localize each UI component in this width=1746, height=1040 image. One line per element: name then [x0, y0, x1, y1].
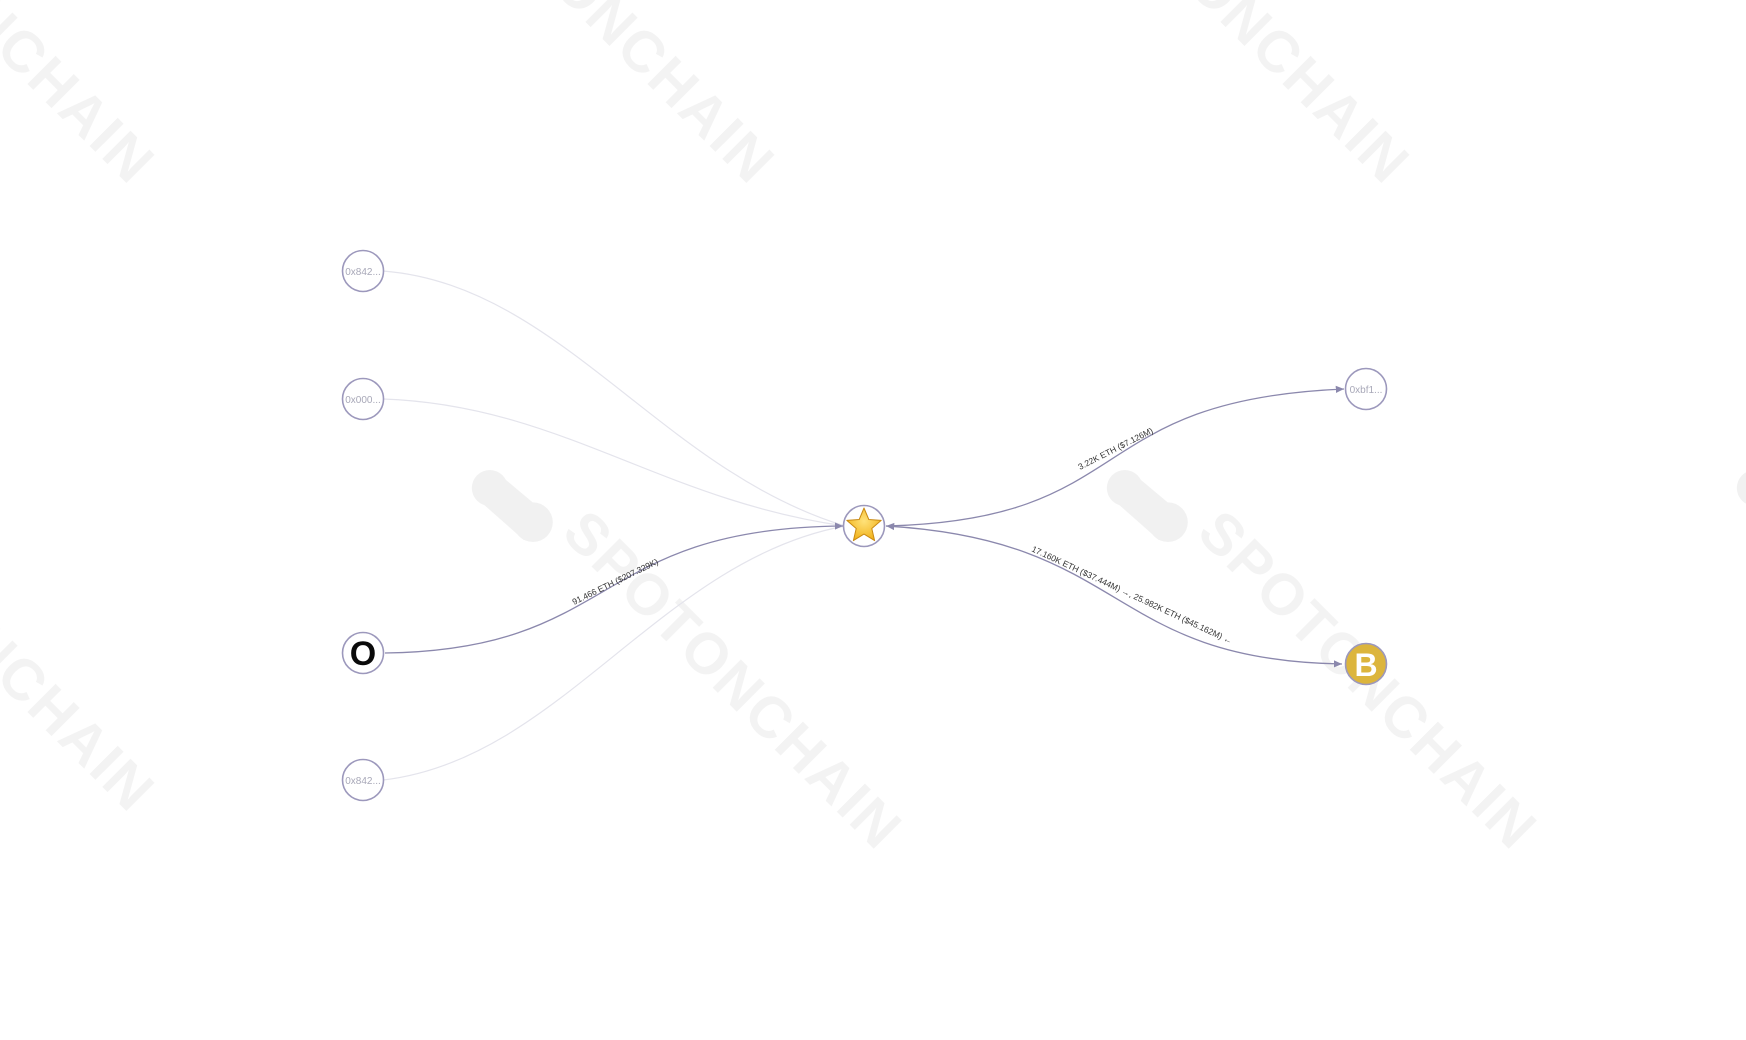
- node-label: 0xbf1...: [1350, 385, 1383, 396]
- watermark-text: SPOTONCHAIN: [551, 498, 915, 862]
- edge-o-to-center[interactable]: [384, 522, 844, 654]
- watermark-logo-icon: [471, 470, 553, 542]
- edge-0x842-bottom-to-center[interactable]: [382, 525, 846, 781]
- node-label: 0x000...: [345, 395, 381, 406]
- watermark-logo-icon: [1736, 470, 1746, 542]
- edge-center-to-0xbf1[interactable]: [885, 385, 1345, 527]
- o-logo-icon: O: [350, 635, 376, 673]
- node-label: 0x842...: [345, 267, 381, 278]
- watermark-text: ONCHAIN: [0, 0, 167, 196]
- edge-center-binance[interactable]: [885, 522, 1343, 668]
- watermark-text: ONCHAIN: [540, 0, 787, 196]
- watermark-text: ONCHAIN: [0, 577, 167, 824]
- watermark: ONCHAIN ONCHAIN ONCHAIN ONCHAIN SPOTONCH…: [0, 0, 1746, 862]
- faded-edges: [382, 270, 846, 781]
- star-icon: [846, 507, 882, 542]
- edge-0x000-to-center[interactable]: [382, 398, 846, 527]
- node-o-entity[interactable]: O: [341, 631, 385, 675]
- node-0x842-top[interactable]: 0x842...: [341, 249, 385, 293]
- edge-0x842-top-to-center[interactable]: [382, 270, 846, 527]
- watermark-logo-icon: [1106, 470, 1188, 542]
- active-edges: [384, 385, 1345, 668]
- edge-label-center-to-0xbf1: 3.22K ETH ($7.126M): [1076, 425, 1154, 472]
- watermark-text: ONCHAIN: [1175, 0, 1422, 196]
- node-0x000[interactable]: 0x000...: [341, 377, 385, 421]
- node-0x842-bottom[interactable]: 0x842...: [341, 758, 385, 802]
- node-center-star[interactable]: [842, 504, 886, 548]
- binance-logo-icon: B: [1354, 647, 1377, 683]
- node-label: 0x842...: [345, 776, 381, 787]
- node-binance[interactable]: B: [1344, 642, 1388, 686]
- node-0xbf1[interactable]: 0xbf1...: [1344, 367, 1388, 411]
